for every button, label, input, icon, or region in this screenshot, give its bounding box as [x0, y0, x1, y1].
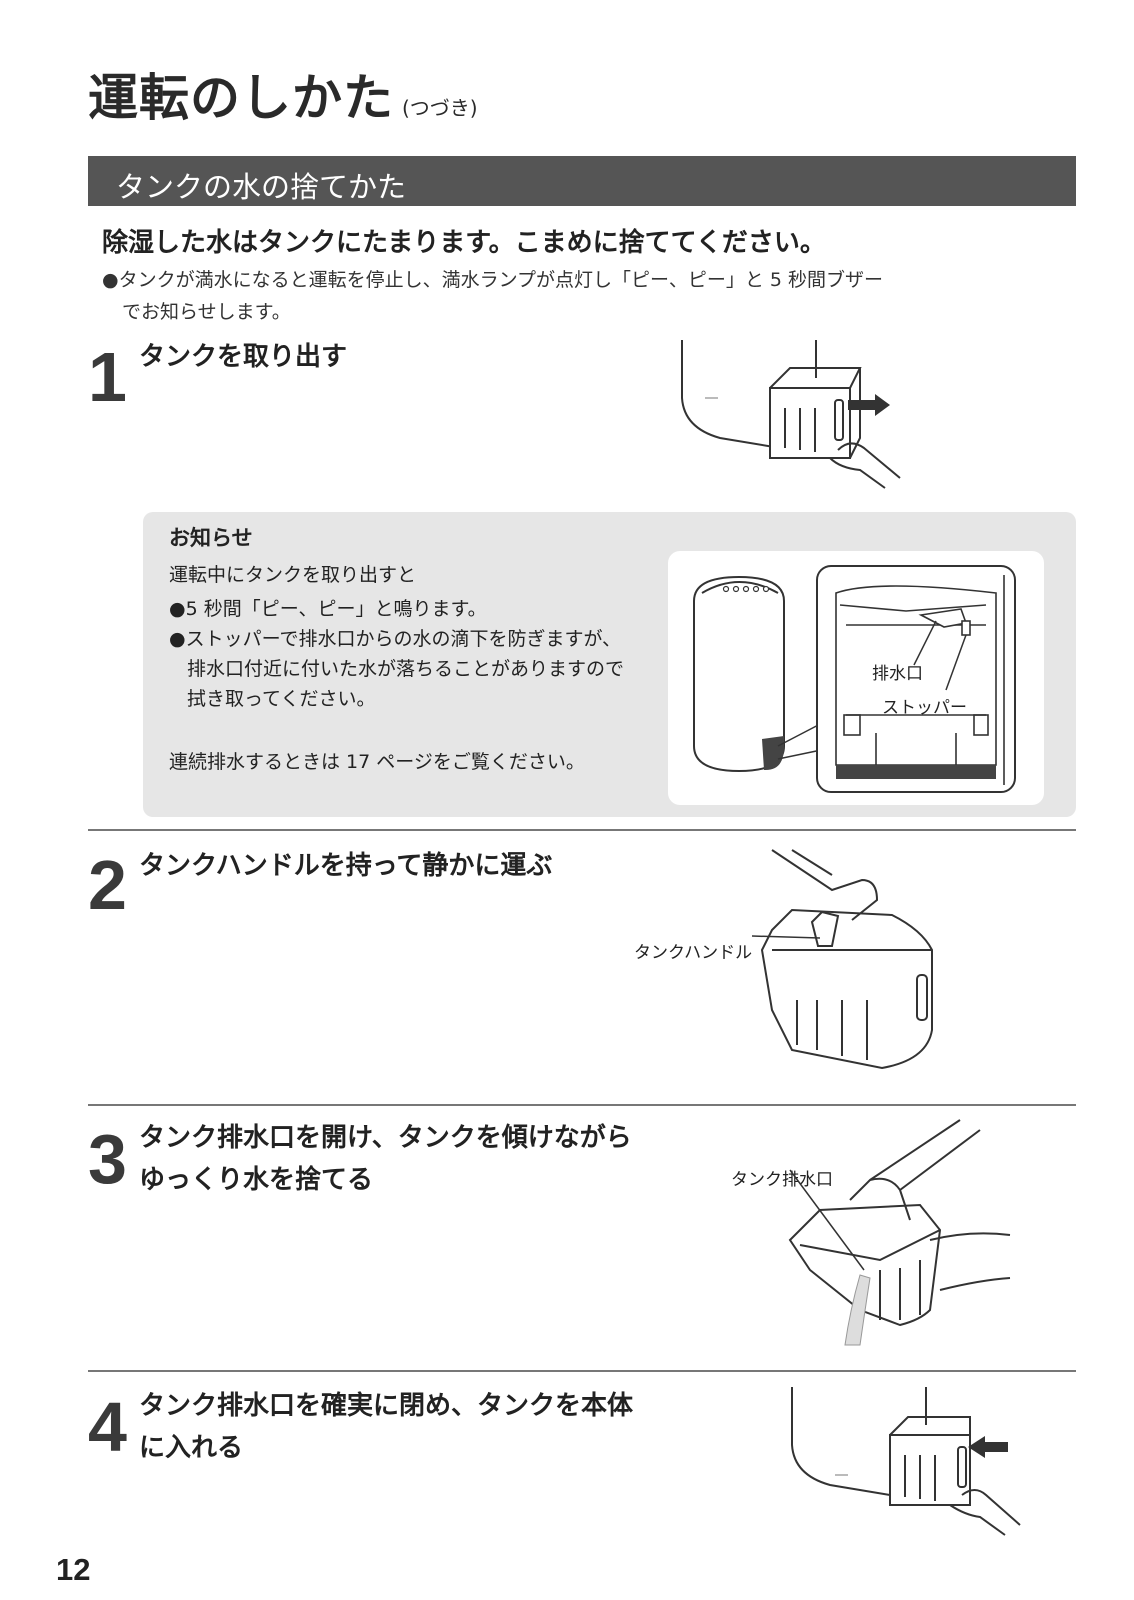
page-title-text: 運転のしかた [88, 69, 394, 127]
step-3-title-line1: タンク排水口を開け、タンクを傾けながら [139, 1123, 632, 1153]
notice-bullet-2-line1: ●ストッパーで排水口からの水の滴下を防ぎますが、 [169, 628, 622, 650]
step-3-number: 3 [88, 1120, 127, 1198]
dehumidifier-illustration [693, 575, 785, 773]
notice-footer: 連続排水するときは 17 ページをご覧ください。 [169, 751, 585, 773]
divider-step-4 [88, 1370, 1076, 1372]
notice-bullet-1: ●5 秒間「ピー、ピー」と鳴ります。 [169, 598, 487, 620]
section-lead: 除湿した水はタンクにたまります。こまめに捨ててください。 [102, 228, 826, 258]
label-stopper: ストッパー [882, 698, 967, 718]
section-heading: タンクの水の捨てかた [116, 170, 407, 204]
notice-bullet-2-line2: 排水口付近に付いた水が落ちることがありますので [187, 658, 625, 680]
step-4-illustration [791, 1387, 1021, 1536]
section-note-line1: ●タンクが満水になると運転を停止し、満水ランプが点灯し「ピー、ピー」と 5 秒間… [102, 269, 883, 291]
page-title-sub: (つづき) [402, 96, 478, 120]
section-note-line2: でお知らせします。 [122, 301, 291, 323]
page-title: 運転のしかた (つづき) [88, 58, 478, 130]
step-1-title: タンクを取り出す [139, 342, 348, 372]
notice-intro: 運転中にタンクを取り出すと [169, 564, 417, 586]
notice-illustration-panel: 排水口 ストッパー [668, 551, 1044, 805]
step-2-title: タンクハンドルを持って静かに運ぶ [139, 851, 553, 881]
step-4-title-line2: に入れる [139, 1433, 244, 1463]
label-drain: 排水口 [872, 664, 923, 684]
label-tank-drain: タンク排水口 [731, 1170, 833, 1190]
divider-step-2 [88, 829, 1076, 831]
section-note: ●タンクが満水になると運転を停止し、満水ランプが点灯し「ピー、ピー」と 5 秒間… [102, 264, 1042, 328]
notice-box: お知らせ 運転中にタンクを取り出すと ●5 秒間「ピー、ピー」と鳴ります。 ●ス… [143, 512, 1076, 817]
section-heading-bar: タンクの水の捨てかた [88, 156, 1076, 206]
step-4-number: 4 [88, 1388, 127, 1466]
label-tank-handle: タンクハンドル [634, 943, 753, 963]
notice-heading: お知らせ [169, 526, 253, 550]
step-3-illustration [788, 1119, 1011, 1346]
notice-bullet-2-line3: 拭き取ってください。 [187, 688, 376, 710]
step-3-title-line2: ゆっくり水を捨てる [139, 1165, 374, 1195]
drain-detail-illustration [816, 565, 1016, 793]
step-2-illustration [751, 849, 933, 1070]
step-1-illustration [681, 340, 901, 489]
step-2-number: 2 [88, 846, 127, 924]
step-4-title-line1: タンク排水口を確実に閉め、タンクを本体 [139, 1391, 634, 1421]
divider-step-3 [88, 1104, 1076, 1106]
page-number: 12 [56, 1552, 91, 1587]
step-1-number: 1 [88, 338, 127, 416]
